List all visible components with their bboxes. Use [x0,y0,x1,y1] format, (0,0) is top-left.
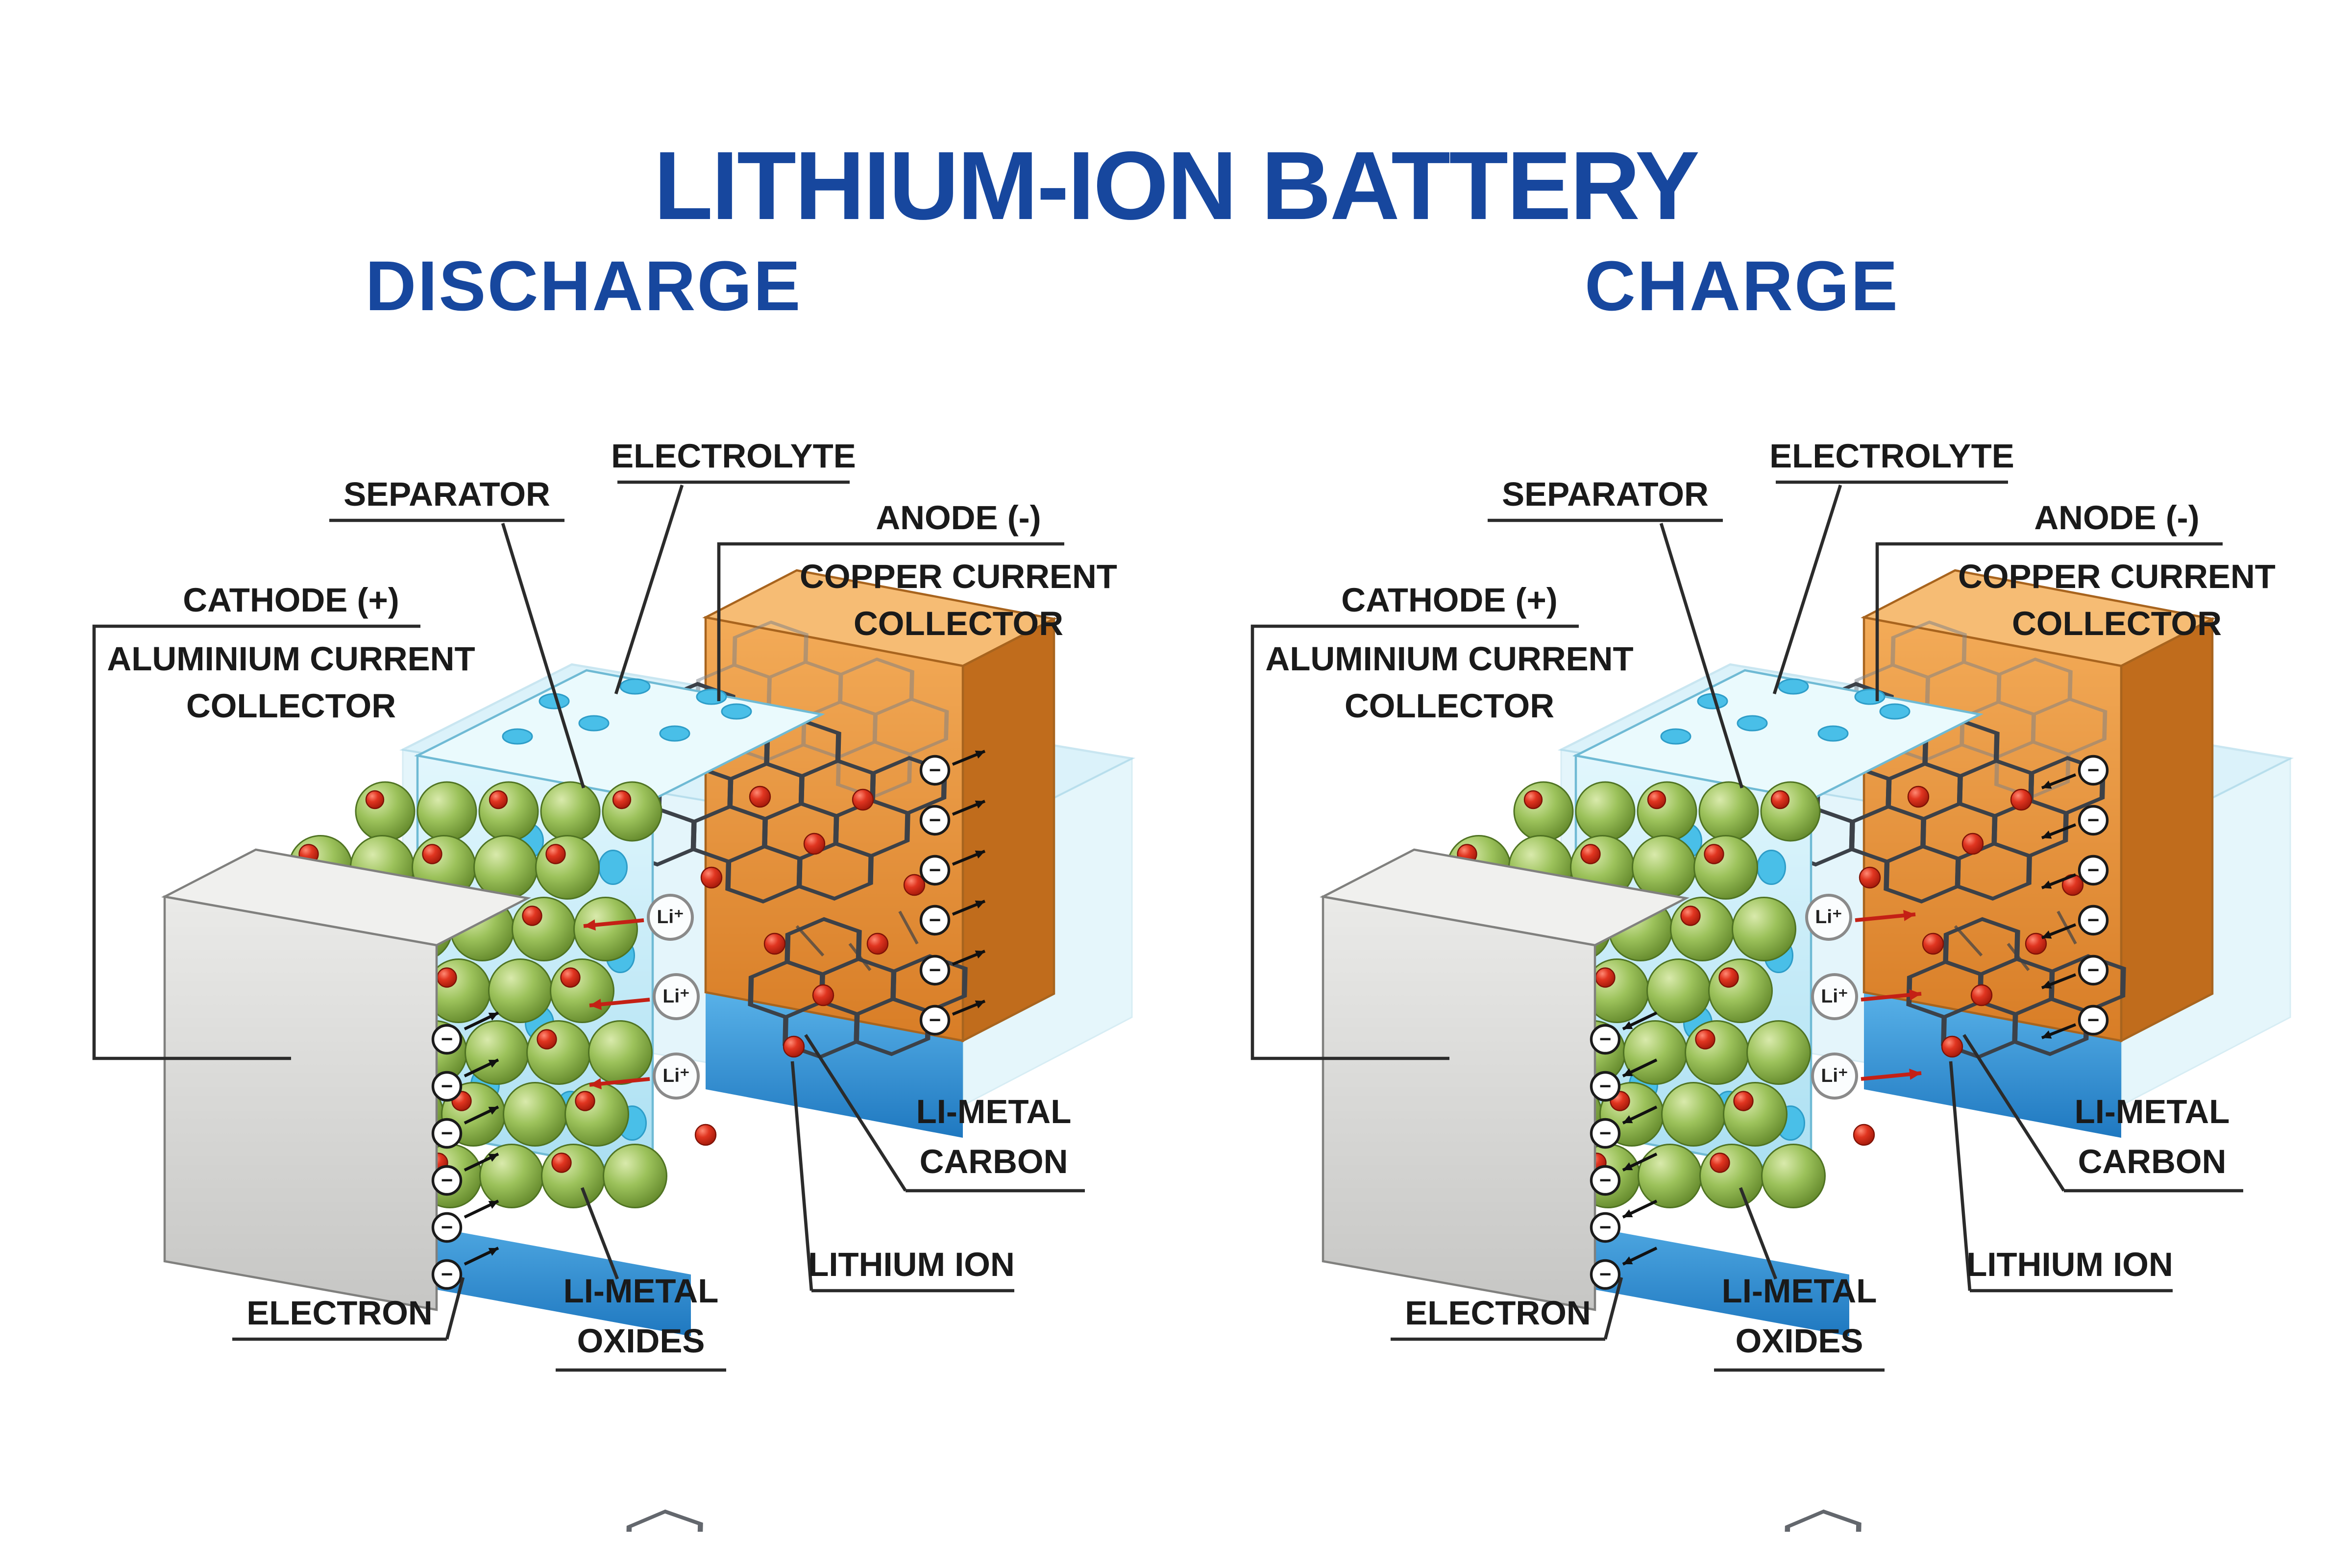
electron-leader-line [445,1277,465,1340]
svg-text:−: − [1599,1028,1612,1051]
anode-label: ANODE (-) [2034,499,2199,537]
svg-text:−: − [441,1169,453,1192]
cathode-label: CATHODE (+) [183,581,399,619]
anode-leader-line [1875,542,2011,701]
svg-text:−: − [441,1216,453,1239]
svg-text:−: − [2087,908,2100,931]
lithium-ion-label: LITHIUM ION [1966,1246,2173,1283]
svg-text:−: − [2087,858,2100,882]
separator-label: SEPARATOR [343,475,550,513]
svg-text:Li⁺: Li⁺ [662,986,689,1007]
aluminium-collector-slab [161,848,531,1311]
svg-text:−: − [2087,808,2100,832]
lithium-ion-leader-line [1949,1061,1972,1291]
limetal-carbon-leader-line [804,1034,907,1192]
electron-label: ELECTRON [246,1294,433,1332]
electron-flow-right: − − − − − − [2041,755,2109,1039]
limetal-carbon-label-line2: CARBON [2078,1143,2227,1180]
svg-text:−: − [1599,1216,1612,1239]
svg-text:Li⁺: Li⁺ [662,1065,689,1086]
svg-text:−: − [929,1008,941,1031]
svg-text:Li⁺: Li⁺ [1821,1065,1848,1086]
separator-leader-line [501,523,586,788]
electrolyte-leader-line [614,485,684,694]
anode-leader-line [717,542,853,701]
charge-heading: CHARGE [1584,248,1899,326]
electron-flow-right: − − − − − − [919,750,986,1036]
separator-leader-line [1659,523,1744,788]
electron-leader-line [1603,1277,1623,1340]
svg-text:−: − [1599,1075,1612,1098]
limetal-carbon-label-line1: LI-METAL [2075,1093,2230,1130]
svg-text:−: − [441,1028,453,1051]
svg-text:−: − [1599,1122,1612,1145]
electron-flow-left: − − − − − − [431,1011,499,1290]
svg-text:Li⁺: Li⁺ [1821,986,1848,1007]
copper-collector-label-line2: COLLECTOR [2012,605,2222,642]
copper-collector-label-line1: COPPER CURRENT [1958,558,2276,595]
lithium-ion-label: LITHIUM ION [808,1246,1015,1283]
discharge-panel: DISCHARGE Li⁺ Li⁺ Li⁺ − − − − − − − − − − − − ELECTROL… [18,0,1150,1568]
svg-text:−: − [2087,1008,2100,1031]
copper-collector-label-line2: COLLECTOR [854,605,1063,642]
svg-text:−: − [1599,1169,1612,1192]
anode-label: ANODE (-) [876,499,1041,537]
charge-diagram: Li⁺ Li⁺ Li⁺ − − − − − − − − − − − − ELECTROLYTE SEPARA… [1250,437,2294,1532]
lithium-ion-markers: Li⁺ Li⁺ Li⁺ [1805,894,1922,1100]
discharge-heading: DISCHARGE [365,248,802,326]
svg-text:−: − [441,1263,453,1286]
page-title: LITHIUM-ION BATTERY [654,131,1700,240]
svg-text:−: − [1599,1263,1612,1286]
electrolyte-leader-line [1772,485,1842,694]
limetal-carbon-label-line2: CARBON [920,1143,1068,1180]
limetal-oxides-label-line2: OXIDES [1736,1322,1863,1360]
limetal-oxides-label-line1: LI-METAL [564,1272,719,1310]
electrolyte-label: ELECTROLYTE [611,437,856,475]
svg-text:−: − [929,759,941,782]
svg-text:−: − [441,1122,453,1145]
limetal-oxides-label-line2: OXIDES [577,1322,705,1360]
aluminium-collector-label-line2: COLLECTOR [1345,687,1554,725]
aluminium-collector-label-line1: ALUMINIUM CURRENT [1265,640,1633,678]
lithium-ion-leader-line [790,1061,813,1291]
svg-text:−: − [441,1075,453,1098]
limetal-oxides-leader-line [580,1187,619,1280]
limetal-carbon-leader-line [1962,1034,2065,1192]
electron-label: ELECTRON [1405,1294,1591,1332]
aluminium-collector-slab [1320,848,1690,1311]
lithium-ion-dots [694,785,926,1146]
aluminium-collector-label-line2: COLLECTOR [186,687,396,725]
discharge-diagram: Li⁺ Li⁺ Li⁺ − − − − − − − − − − − − ELECTROLYTE SEPARA… [92,437,1136,1532]
lithium-ion-markers: Li⁺ Li⁺ Li⁺ [583,894,700,1100]
limetal-oxides-leader-line [1739,1187,1778,1280]
separator-label: SEPARATOR [1502,475,1709,513]
svg-text:−: − [929,858,941,882]
lithium-ion-dots [1853,785,2084,1146]
svg-text:−: − [929,808,941,832]
svg-text:Li⁺: Li⁺ [1815,906,1842,928]
svg-text:−: − [929,908,941,931]
copper-collector-label-line1: COPPER CURRENT [800,558,1117,595]
cathode-leader-line [92,624,291,1060]
svg-text:−: − [2087,759,2100,782]
svg-text:Li⁺: Li⁺ [657,906,684,928]
limetal-oxides-label-line1: LI-METAL [1722,1272,1877,1310]
svg-text:−: − [929,958,941,981]
cathode-leader-line [1250,624,1449,1060]
electron-flow-left: − − − − − − [1590,1011,1658,1290]
limetal-carbon-label-line1: LI-METAL [916,1093,1072,1130]
svg-text:−: − [2087,958,2100,981]
charge-panel: CHARGE Li⁺ Li⁺ Li⁺ − − − − − − − − − − − − ELECTROLYTE… [1176,0,2308,1568]
aluminium-collector-label-line1: ALUMINIUM CURRENT [107,640,475,678]
electrolyte-label: ELECTROLYTE [1769,437,2014,475]
cathode-label: CATHODE (+) [1341,581,1557,619]
